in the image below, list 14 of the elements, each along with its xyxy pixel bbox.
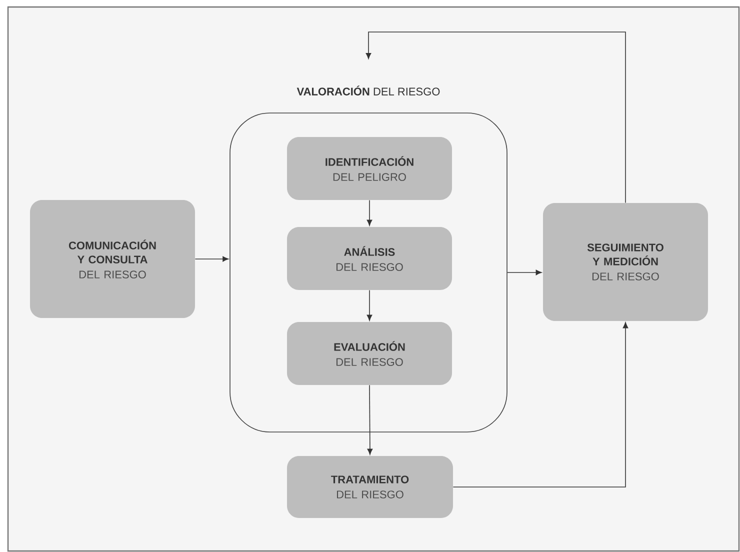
arrow [366,290,372,321]
process-box: ANÁLISIS DEL RIESGO [287,227,452,290]
arrow [367,384,373,455]
process-box: SEGUIMIENTO Y MEDICIÓN DEL RIESGO [543,203,708,321]
group-heading: VALORACIÓN DEL RIESGO [296,86,440,96]
process-box: COMUNICACIÓN Y CONSULTA DEL RIESGO [30,200,195,318]
process-box: TRATAMIENTO DEL RIESGO [287,456,453,518]
arrow [507,270,542,276]
arrow [194,256,229,262]
process-box: EVALUACIÓN DEL RIESGO [287,322,452,385]
arrow [452,322,628,488]
process-box: IDENTIFICACIÓN DEL PELIGRO [287,137,452,200]
arrow [366,32,626,204]
arrow [366,200,372,226]
